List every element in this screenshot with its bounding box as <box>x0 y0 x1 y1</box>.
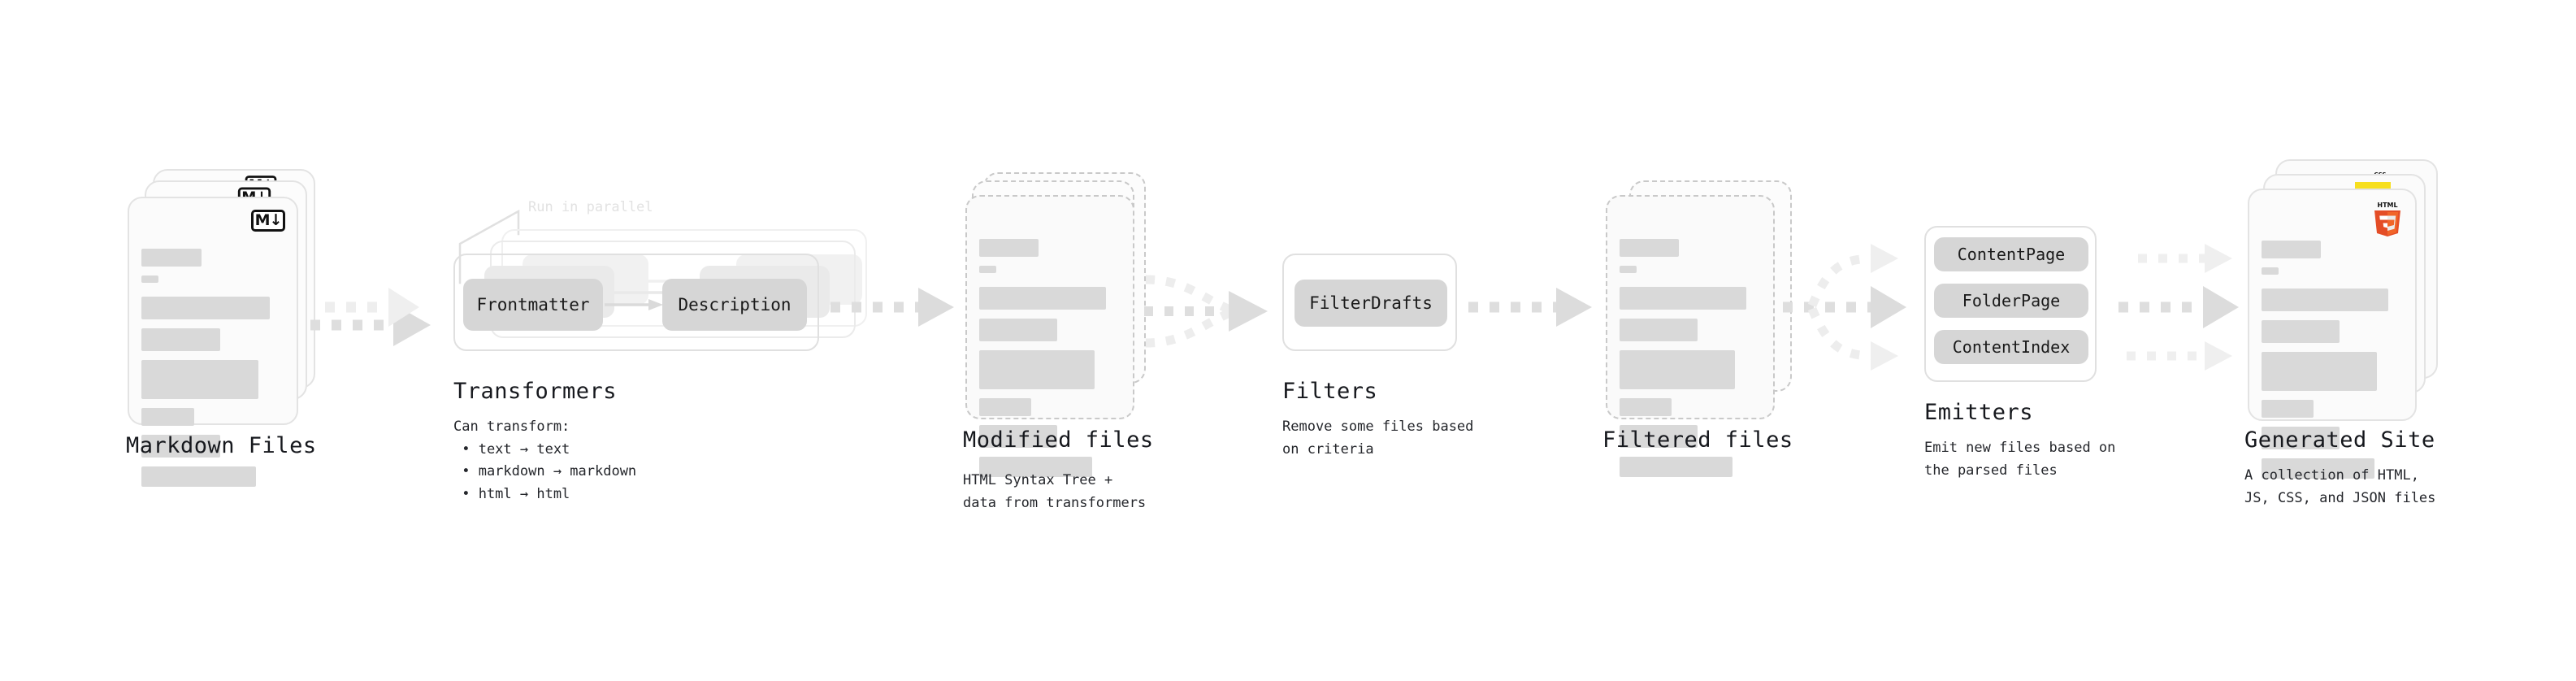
card-bar <box>979 457 1093 477</box>
arrow-emitters-to-site <box>2118 244 2239 371</box>
emitters-box <box>1924 226 2097 382</box>
markdown-card-body <box>141 249 284 487</box>
site-file-card-front: HTML <box>2248 189 2417 479</box>
modified-files-heading: Modified files <box>963 427 1154 453</box>
arrow-filters-to-filtered <box>1468 288 1592 327</box>
card-bar <box>2262 400 2314 418</box>
filters-subtext: Remove some files based on criteria <box>1282 419 1474 458</box>
transformer-chip-frontmatter-label: Frontmatter <box>476 295 590 314</box>
card-bar <box>2262 427 2340 449</box>
modified-file-card-front <box>965 195 1134 477</box>
filters-chip-filterdrafts[interactable]: FilterDrafts <box>1295 280 1447 327</box>
generated-site-heading: Generated Site <box>2244 427 2435 453</box>
arrow-modified-to-filters <box>1144 275 1268 348</box>
card-bar <box>141 408 195 426</box>
arrow-filtered-to-emitters <box>1783 244 1906 371</box>
transformer-chip-frontmatter[interactable]: Frontmatter <box>463 279 603 331</box>
transformers-heading: Transformers <box>453 379 618 404</box>
filtered-card-body <box>1620 239 1760 477</box>
filters-box <box>1282 254 1457 351</box>
card-bar <box>2262 458 2375 479</box>
emitters-chip-contentindex[interactable]: ContentIndex <box>1934 330 2088 364</box>
card-bar <box>2262 320 2340 343</box>
card-bar <box>1620 457 1733 477</box>
markdown-badge-label: M↓ <box>254 211 283 229</box>
markdown-file-card-front: M↓ <box>128 197 298 487</box>
card-bar <box>141 275 159 283</box>
emitters-chip-folderpage[interactable]: FolderPage <box>1934 284 2088 318</box>
run-in-parallel-label: Run in parallel <box>528 199 653 215</box>
card-bar <box>1620 319 1698 341</box>
modified-files-subtext: HTML Syntax Tree + data from transformer… <box>963 472 1147 511</box>
card-bar <box>141 360 259 399</box>
card-bar <box>1620 398 1672 416</box>
card-bar <box>141 249 202 267</box>
site-card-body <box>2262 241 2402 479</box>
markdown-badge-front: M↓ <box>251 210 285 232</box>
generated-site-subtext: A collection of HTML, JS, CSS, and JSON … <box>2244 467 2436 506</box>
transformer-chip-description-label: Description <box>678 295 791 314</box>
card-bar <box>979 287 1107 310</box>
transformer-chip-description[interactable]: Description <box>662 279 807 331</box>
card-bar <box>979 266 997 273</box>
emitters-chip-contentpage-label: ContentPage <box>1957 245 2066 264</box>
card-bar <box>979 239 1039 257</box>
card-bar <box>1620 425 1698 448</box>
card-bar <box>1620 266 1637 273</box>
emitters-chip-contentindex-label: ContentIndex <box>1952 337 2071 357</box>
card-bar <box>141 328 220 351</box>
arrow-markdown-to-transformers <box>310 288 431 346</box>
markdown-files-heading: Markdown Files <box>126 433 317 458</box>
transformers-box <box>453 254 819 351</box>
emitters-subtext: Emit new files based on the parsed files <box>1924 440 2116 479</box>
emitters-chip-contentpage[interactable]: ContentPage <box>1934 237 2088 271</box>
card-bar <box>979 319 1057 341</box>
card-bar <box>141 297 271 319</box>
modified-card-body <box>979 239 1120 477</box>
arrow-transformers-to-modified <box>830 288 954 327</box>
card-bar <box>141 466 256 487</box>
transformer-inner-arrow-front <box>605 299 663 310</box>
filters-heading: Filters <box>1282 379 1378 404</box>
html5-badge-label: HTML <box>2377 202 2397 209</box>
html5-badge: HTML <box>2374 202 2400 236</box>
card-bar <box>1620 350 1736 389</box>
card-bar <box>1620 239 1680 257</box>
card-bar <box>979 398 1032 416</box>
emitters-chip-folderpage-label: FolderPage <box>1962 291 2061 310</box>
transformers-subtext: Can transform: • text → text • markdown … <box>453 419 637 502</box>
card-bar <box>979 425 1057 448</box>
card-bar <box>1620 287 1747 310</box>
emitters-heading: Emitters <box>1924 400 2034 425</box>
card-bar <box>141 435 220 458</box>
filters-chip-filterdrafts-label: FilterDrafts <box>1309 293 1433 313</box>
card-bar <box>2262 267 2279 275</box>
card-bar <box>979 350 1095 389</box>
filtered-files-heading: Filtered files <box>1602 427 1793 453</box>
card-bar <box>2262 352 2378 391</box>
card-bar <box>2262 288 2389 311</box>
card-bar <box>2262 241 2322 258</box>
filtered-file-card-front <box>1606 195 1775 477</box>
